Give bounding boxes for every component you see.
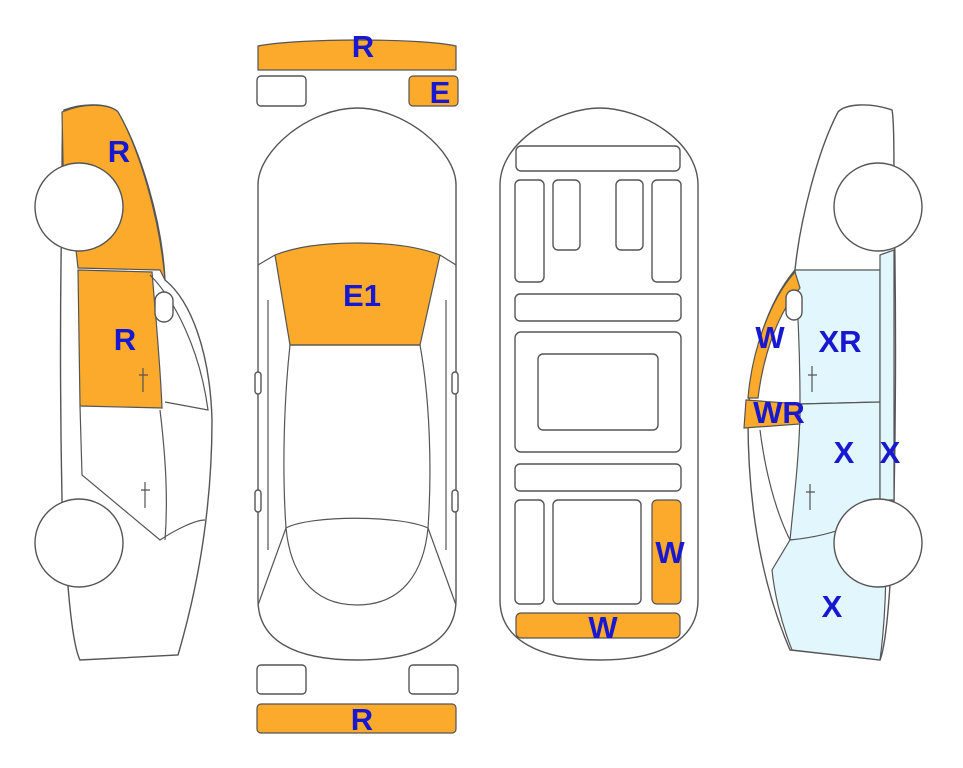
label-front-bumper: R xyxy=(351,702,373,737)
damage-labels: R E E1 R R W W R W XR WR X X X xyxy=(108,29,901,737)
front-left-light xyxy=(256,664,307,695)
rear-window-line xyxy=(285,527,429,606)
top-view xyxy=(254,39,459,734)
right-fender-edge-panel xyxy=(879,249,895,501)
right-mirror xyxy=(785,289,803,321)
trunk-right-panel xyxy=(651,499,682,605)
front-bumper-panel xyxy=(256,703,457,734)
right-side-view xyxy=(743,104,923,661)
right-rear-wheel xyxy=(833,162,923,252)
rear-left-light xyxy=(408,75,459,107)
left-mirror-top xyxy=(254,371,262,395)
dashboard-bar xyxy=(514,463,682,492)
top-left-edge xyxy=(257,254,287,606)
label-front-bumper-inner: W xyxy=(588,610,618,645)
right-mirror-top xyxy=(451,371,459,395)
rear-seat-left xyxy=(514,179,545,283)
top-right-edge xyxy=(427,254,457,606)
left-side-view xyxy=(34,104,213,661)
rear-seat-right xyxy=(651,179,682,283)
left-mirror xyxy=(154,291,174,323)
left-handle-top xyxy=(254,489,262,513)
rear-shelf xyxy=(515,145,681,172)
left-lower-line xyxy=(159,409,167,541)
label-right-front-door: X xyxy=(834,435,855,470)
label-left-rear-door: R xyxy=(114,322,136,357)
rear-seat-inner-left xyxy=(552,179,581,251)
interior-view xyxy=(499,107,699,661)
label-left-rear-quarter: R xyxy=(108,134,130,169)
label-right-sill: WR xyxy=(753,395,805,430)
rear-right-light xyxy=(256,75,307,107)
right-front-handle xyxy=(806,484,815,510)
center-bar xyxy=(514,293,682,322)
label-hood: E1 xyxy=(343,278,381,313)
label-rear-bumper-top: R xyxy=(352,29,374,64)
rear-bumper-panel xyxy=(257,39,457,71)
front-right-light xyxy=(408,664,459,695)
left-front-handle xyxy=(141,482,150,508)
right-door-seam xyxy=(759,429,791,541)
right-handle-top xyxy=(451,489,459,513)
front-console xyxy=(552,499,642,605)
left-rear-door-panel xyxy=(77,269,163,409)
right-sill-panel xyxy=(743,399,801,429)
hood-panel xyxy=(274,242,441,346)
left-door-seam xyxy=(79,405,206,541)
label-right-front-fender-edge: X xyxy=(880,435,901,470)
left-front-wheel xyxy=(34,498,124,588)
roof-outline xyxy=(283,344,431,529)
right-front-wheel xyxy=(833,498,923,588)
front-seat-left xyxy=(514,499,545,605)
left-rear-wheel xyxy=(34,162,124,252)
left-rear-handle xyxy=(139,368,148,392)
roof-inner-box xyxy=(537,353,659,431)
top-body-outline xyxy=(257,107,457,661)
right-rear-handle xyxy=(808,366,817,392)
label-right-a-pillar: W xyxy=(755,320,785,355)
label-trunk-right: W xyxy=(655,535,685,570)
rear-seat-inner-right xyxy=(615,179,644,251)
label-right-rear-door: XR xyxy=(818,324,861,359)
left-window-line xyxy=(149,274,209,411)
label-right-front-fender: X xyxy=(822,589,843,624)
label-rear-left-light: E xyxy=(430,75,451,110)
front-inner-bumper-panel xyxy=(515,612,681,639)
